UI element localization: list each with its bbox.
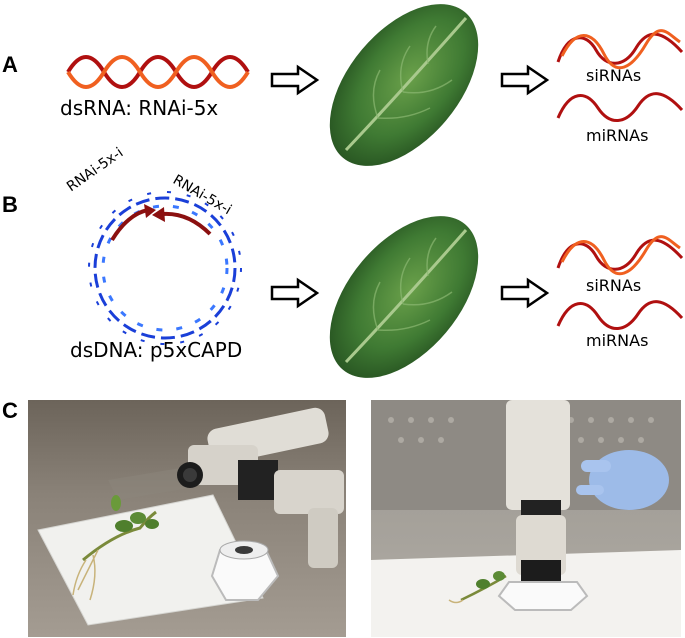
sirna-label: siRNAs: [586, 276, 642, 295]
panel-b-letter: B: [2, 192, 18, 217]
leaf-image: [329, 4, 479, 166]
sirna-wave-icon: [556, 235, 684, 276]
mirna-wave-icon: [556, 300, 684, 330]
sirna-wave-icon: [556, 29, 684, 70]
mirna-label: miRNAs: [586, 331, 649, 350]
panel-a-letter: A: [2, 52, 18, 77]
dsrna-label: dsRNA: RNAi-5x: [60, 96, 219, 120]
flow-arrow-icon: [270, 277, 320, 309]
leaf-image: [329, 216, 479, 378]
photo-gene-gun-left: [28, 400, 346, 637]
sirna-label: siRNAs: [586, 66, 642, 85]
flow-arrow-icon: [500, 277, 550, 309]
photo-gene-gun-right: [371, 400, 681, 637]
mirna-label: miRNAs: [586, 126, 649, 145]
flow-arrow-icon: [500, 64, 550, 96]
dsdna-label: dsDNA: p5xCAPD: [70, 338, 243, 362]
flow-arrow-icon: [270, 64, 320, 96]
dsrna-helix-icon: [66, 55, 250, 89]
mirna-wave-icon: [556, 92, 684, 122]
panel-c-letter: C: [2, 398, 18, 423]
plasmid-dna-icon: [88, 191, 242, 345]
